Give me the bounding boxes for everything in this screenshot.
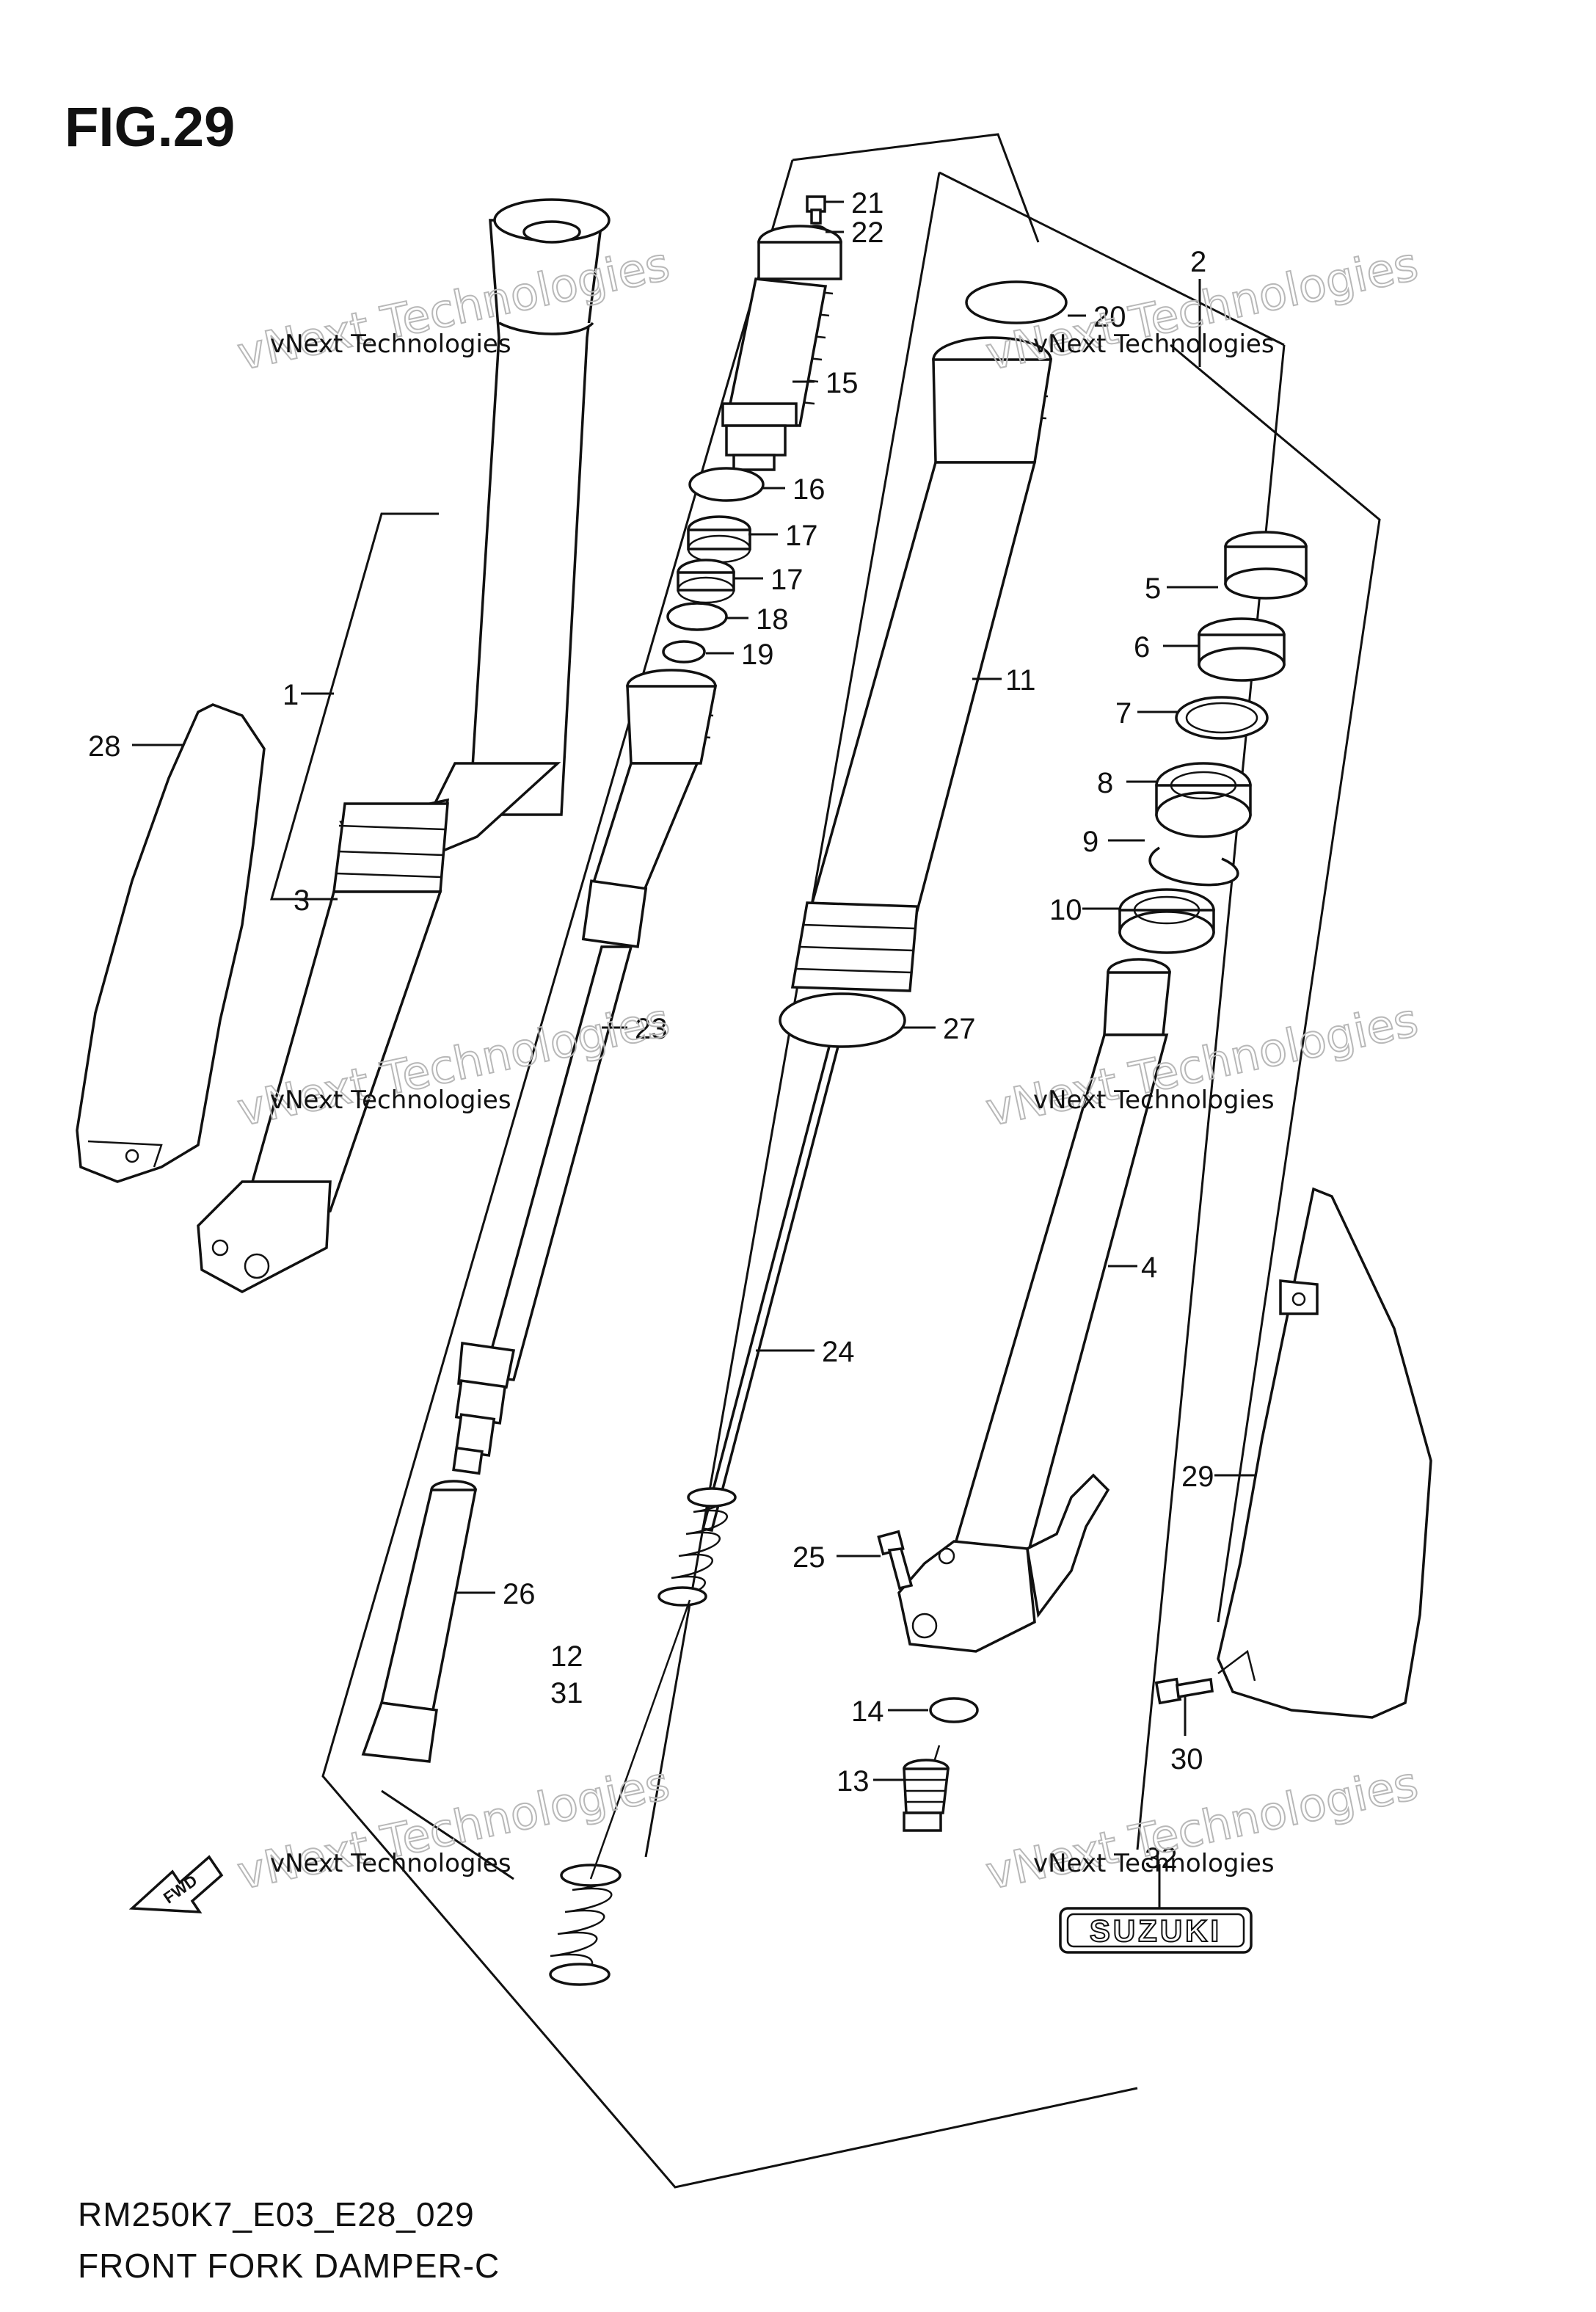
part-24-rod	[701, 1011, 849, 1532]
callout-18: 18	[756, 603, 789, 636]
part-21-bolt	[806, 195, 826, 225]
callout-4: 4	[1141, 1251, 1157, 1284]
callout-31: 31	[550, 1677, 583, 1709]
part-3-outer-slider	[197, 802, 449, 1293]
part-14-gasket	[929, 1697, 979, 1723]
part-28-fork-guard	[76, 703, 266, 1183]
fwd-arrow-icon: FWD	[128, 1855, 224, 1913]
callout-20: 20	[1093, 301, 1126, 333]
callout-13: 13	[837, 1765, 870, 1797]
part-25-bolt	[877, 1530, 914, 1591]
watermark-3: vNext Technologies	[270, 1086, 511, 1115]
part-12-spring-upper	[657, 1487, 737, 1607]
callout-16: 16	[792, 473, 826, 506]
part-18-washer	[666, 602, 728, 631]
part-13-adjuster	[903, 1745, 950, 1832]
callout-5: 5	[1145, 572, 1161, 605]
watermark-4: vNext Technologies	[1033, 1086, 1275, 1115]
part-17-bushing-a	[687, 515, 751, 564]
watermark-5: vNext Technologies	[270, 1849, 511, 1878]
callout-32: 32	[1145, 1842, 1178, 1875]
callout-labels: 1 2 3 4 5 6 7 8 9 10 11 12 31 13 14 15 1…	[88, 187, 1214, 1875]
callout-23: 23	[635, 1013, 668, 1045]
callout-10: 10	[1049, 894, 1082, 926]
watermark-ghost-6: vNext Technologies	[981, 1756, 1422, 1900]
callout-7: 7	[1115, 697, 1132, 730]
callout-27: 27	[943, 1013, 976, 1045]
part-6-bushing	[1198, 617, 1286, 682]
watermark-ghost-4: vNext Technologies	[981, 993, 1422, 1137]
callout-6: 6	[1134, 631, 1150, 664]
part-10-dust-seal	[1118, 888, 1215, 954]
callout-15: 15	[826, 367, 859, 399]
brand-label: SUZUKI	[1090, 1913, 1222, 1948]
part-8-oil-seal	[1155, 762, 1252, 838]
part-30-bolt	[1154, 1677, 1214, 1705]
part-32-emblem: SUZUKI	[1059, 1907, 1253, 1954]
callout-28: 28	[88, 730, 121, 763]
part-7-washer	[1175, 696, 1269, 740]
footer-model-code: RM250K7_E03_E28_029	[78, 2195, 475, 2233]
callout-12: 12	[550, 1640, 583, 1673]
callout-2: 2	[1190, 246, 1206, 278]
callout-19: 19	[741, 639, 774, 671]
part-23-damper-cylinder	[452, 669, 718, 1475]
part-29-fork-guard	[1217, 1187, 1432, 1719]
callout-24: 24	[822, 1336, 855, 1368]
callout-8: 8	[1097, 767, 1113, 799]
part-26-sleeve	[361, 1480, 478, 1763]
watermark-1: vNext Technologies	[270, 330, 511, 359]
part-19-oring	[662, 640, 706, 664]
part-17-bushing-b	[677, 559, 735, 604]
callout-26: 26	[503, 1578, 536, 1610]
callout-17a: 17	[785, 520, 818, 552]
part-9-stopper-ring	[1148, 846, 1239, 887]
callout-25: 25	[792, 1541, 826, 1574]
part-31-spring-lower	[549, 1599, 691, 1986]
part-15-damper-cap	[721, 225, 842, 471]
callout-11: 11	[1005, 664, 1036, 697]
callout-14: 14	[851, 1695, 884, 1728]
callout-30: 30	[1170, 1743, 1203, 1775]
watermark-2: vNext Technologies	[1033, 330, 1275, 359]
callout-9: 9	[1082, 826, 1098, 858]
leader-lines	[132, 200, 1255, 1908]
callout-3: 3	[294, 884, 310, 917]
part-11-inner-tube	[790, 336, 1053, 992]
assembly-frame	[321, 133, 1381, 2189]
watermark-6: vNext Technologies	[1033, 1849, 1275, 1878]
part-5-bushing	[1224, 531, 1308, 600]
part-16-ring	[688, 467, 765, 502]
callout-1: 1	[283, 679, 299, 711]
callout-21: 21	[851, 187, 884, 219]
part-1-outer-tube	[263, 198, 611, 1146]
footer-section-name: FRONT FORK DAMPER-C	[78, 2247, 500, 2285]
callout-17b: 17	[770, 564, 804, 596]
part-20-oring	[965, 280, 1068, 324]
callout-29: 29	[1181, 1461, 1214, 1493]
watermark-ghost-1: vNext Technologies	[233, 237, 674, 381]
part-4-outer-tube-bracket	[897, 958, 1171, 1653]
callout-22: 22	[851, 217, 884, 249]
figure-title: FIG.29	[65, 96, 236, 159]
part-27-oring	[779, 992, 906, 1048]
